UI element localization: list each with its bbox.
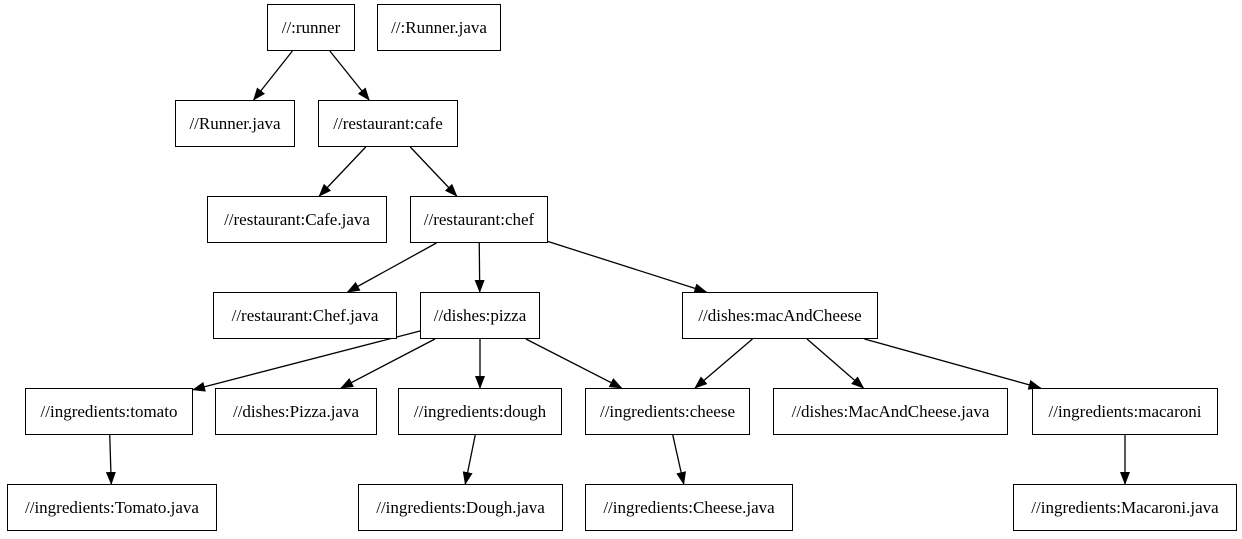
edge-pizza-to-tomato [192, 330, 421, 392]
edge-runner-to-runner-java [252, 50, 293, 101]
edge-mac-and-cheese-to-mac-and-cheese-java [806, 338, 865, 389]
node-cheese-java: //ingredients:Cheese.java [585, 484, 793, 531]
node-runner-java-top: //:Runner.java [377, 4, 501, 51]
node-mac-and-cheese: //dishes:macAndCheese [682, 292, 878, 339]
edge-cafe-to-chef [409, 146, 458, 197]
node-cheese: //ingredients:cheese [585, 388, 750, 435]
node-tomato: //ingredients:tomato [25, 388, 193, 435]
edge-cheese-to-cheese-java [672, 434, 686, 485]
node-dough: //ingredients:dough [398, 388, 562, 435]
node-runner-java: //Runner.java [175, 100, 295, 147]
node-macaroni: //ingredients:macaroni [1032, 388, 1218, 435]
node-chef: //restaurant:chef [410, 196, 548, 243]
edge-chef-to-pizza [474, 242, 485, 293]
node-macaroni-java: //ingredients:Macaroni.java [1013, 484, 1237, 531]
node-pizza: //dishes:pizza [420, 292, 540, 339]
edge-cafe-to-cafe-java [318, 146, 367, 197]
edge-pizza-to-pizza-java [340, 338, 436, 389]
edge-mac-and-cheese-to-cheese [694, 338, 753, 389]
node-dough-java: //ingredients:Dough.java [358, 484, 563, 531]
edge-mac-and-cheese-to-macaroni [864, 338, 1042, 390]
edge-dough-to-dough-java [462, 434, 476, 485]
node-tomato-java: //ingredients:Tomato.java [7, 484, 217, 531]
node-pizza-java: //dishes:Pizza.java [215, 388, 377, 435]
node-runner: //:runner [267, 4, 355, 51]
edge-chef-to-mac-and-cheese [547, 240, 708, 294]
edge-chef-to-chef-java [346, 242, 437, 293]
edge-pizza-to-cheese [525, 338, 623, 389]
node-mac-and-cheese-java: //dishes:MacAndCheese.java [773, 388, 1008, 435]
node-cafe: //restaurant:cafe [318, 100, 458, 147]
edge-tomato-to-tomato-java [105, 434, 116, 485]
edge-runner-to-cafe [329, 50, 370, 101]
node-chef-java: //restaurant:Chef.java [213, 292, 397, 339]
node-cafe-java: //restaurant:Cafe.java [207, 196, 387, 243]
